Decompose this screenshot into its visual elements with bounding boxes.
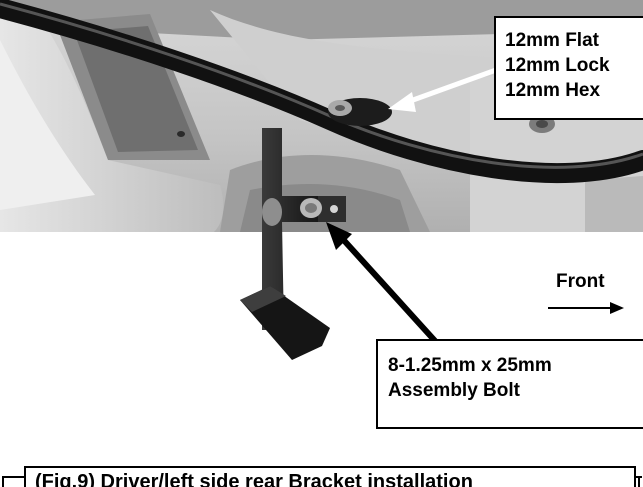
front-direction-label: Front — [556, 271, 605, 292]
callout-line-bolt-size: 8-1.25mm x 25mm — [388, 355, 552, 376]
caption-tick-right — [638, 476, 640, 487]
bolt-callout: 8-1.25mm x 25mm Assembly Bolt — [376, 339, 643, 429]
callout-line-lock-washer: 12mm Lock — [505, 55, 610, 76]
figure-caption: (Fig.9) Driver/left side rear Bracket in… — [24, 466, 636, 487]
callout-line-flat-washer: 12mm Flat — [505, 30, 599, 51]
hardware-callout: 12mm Flat 12mm Lock 12mm Hex — [494, 16, 643, 120]
callout-line-hex-nut: 12mm Hex — [505, 80, 601, 101]
callout-line-bolt-type: Assembly Bolt — [388, 380, 520, 401]
caption-tick-left — [2, 476, 4, 487]
